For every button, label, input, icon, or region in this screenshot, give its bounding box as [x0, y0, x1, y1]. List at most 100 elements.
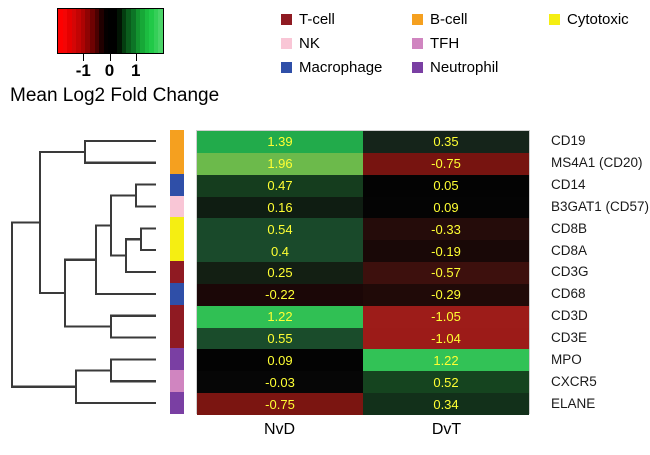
legend-item-label: Neutrophil — [430, 59, 499, 76]
heatmap-cell: 0.55 — [197, 327, 363, 350]
legend-item-cytotoxic: Cytotoxic — [549, 12, 629, 27]
row-annotation-cell — [170, 173, 184, 196]
row-label: CD3D — [551, 308, 588, 324]
heatmap-cell: -1.04 — [363, 327, 529, 350]
heatmap-row: 0.54-0.33 — [197, 218, 529, 241]
colorbar-swatch — [121, 9, 127, 53]
colorbar-swatch — [94, 9, 100, 53]
colorbar-swatch — [85, 9, 90, 53]
row-annotation-cell — [170, 304, 184, 327]
heatmap-cell: -0.19 — [363, 240, 529, 263]
colorbar-swatch — [99, 9, 104, 53]
heatmap-cell: 0.35 — [363, 131, 529, 153]
heatmap-cell: -0.75 — [197, 393, 363, 415]
row-label: ELANE — [551, 395, 596, 411]
legend-item-label: NK — [299, 35, 320, 52]
colorbar-title: Mean Log2 Fold Change — [10, 85, 220, 106]
heatmap-cell: 0.54 — [197, 218, 363, 241]
legend-item-tfh: TFH — [412, 36, 459, 51]
heatmap-cell: -0.29 — [363, 283, 529, 306]
row-label: CD8B — [551, 220, 588, 236]
heatmap-cell: 0.09 — [363, 196, 529, 219]
column-labels: NvD DvT — [196, 421, 530, 445]
heatmap-cell: 1.39 — [197, 131, 363, 153]
row-annotation-cell — [170, 239, 184, 262]
row-label: CD3G — [551, 264, 589, 280]
row-label: CXCR5 — [551, 373, 597, 389]
column-label: NvD — [263, 421, 296, 438]
colorbar-swatch — [135, 9, 141, 53]
row-label: CD19 — [551, 133, 586, 149]
colorbar-swatch — [62, 9, 68, 53]
heatmap-row: 0.25-0.57 — [197, 262, 529, 284]
colorbar-tick-label: 0 — [104, 61, 115, 80]
colorbar-swatch — [149, 9, 154, 53]
heatmap-cell: 0.16 — [197, 196, 363, 219]
legend-item-label: Macrophage — [299, 59, 383, 76]
heatmap-cell: 0.25 — [197, 262, 363, 284]
heatmap-cell: -0.33 — [363, 218, 529, 241]
colorbar-swatch — [76, 9, 81, 53]
colorbar-swatch — [112, 9, 118, 53]
row-annotation-cell — [170, 370, 184, 393]
row-annotation-cell — [170, 130, 184, 152]
colorbar-swatch — [67, 9, 72, 53]
heatmap-row: 0.55-1.04 — [197, 327, 529, 350]
legend-swatch-icon — [549, 14, 560, 25]
heatmap-cell: -0.03 — [197, 371, 363, 394]
dendrogram-svg — [10, 139, 156, 405]
heatmap-cell: 1.22 — [197, 305, 363, 328]
row-annotation-strip — [170, 130, 184, 414]
heatmap-cell: -1.05 — [363, 305, 529, 328]
legend-swatch-icon — [281, 14, 292, 25]
legend-item-nk: NK — [281, 36, 320, 51]
row-label: MS4A1 (CD20) — [551, 155, 643, 171]
column-label: DvT — [431, 421, 462, 438]
row-label: B3GAT1 (CD57) — [551, 198, 650, 214]
heatmap-cell: -0.75 — [363, 152, 529, 175]
colorbar-swatch — [126, 9, 131, 53]
colorbar-swatch — [140, 9, 145, 53]
colorbar-tick — [83, 53, 85, 61]
heatmap-cell: 1.22 — [363, 349, 529, 372]
colorbar-tick — [135, 53, 137, 61]
colorbar-tick-label: 1 — [131, 61, 141, 80]
colorbar-swatch — [108, 9, 113, 53]
colorbar-swatch — [131, 9, 136, 53]
row-label: CD3E — [551, 330, 588, 346]
heatmap-cell: 0.52 — [363, 371, 529, 394]
colorbar-swatch — [144, 9, 150, 53]
colorbar-swatch — [89, 9, 95, 53]
colorbar-tick — [109, 53, 111, 61]
row-label: CD68 — [551, 286, 586, 302]
heatmap-cell: -0.57 — [363, 262, 529, 284]
row-label: CD8A — [551, 242, 588, 258]
colorbar-swatch — [103, 9, 109, 53]
row-label: MPO — [551, 351, 582, 367]
colorbar-swatch — [58, 9, 63, 53]
colorbar-swatch — [158, 9, 163, 53]
legend-swatch-icon — [412, 38, 423, 49]
row-annotation-cell — [170, 217, 184, 240]
legend-swatch-icon — [281, 62, 292, 73]
heatmap-cell: 0.09 — [197, 349, 363, 372]
heatmap-cell: 0.4 — [197, 240, 363, 263]
row-annotation-cell — [170, 392, 184, 414]
colorbar-swatch — [153, 9, 159, 53]
heatmap-cell: 0.47 — [197, 174, 363, 197]
heatmap-cell: 0.05 — [363, 174, 529, 197]
row-annotation-cell — [170, 195, 184, 218]
colorbar-ticks — [57, 53, 164, 61]
colorbar-swatch — [117, 9, 122, 53]
heatmap-row: -0.22-0.29 — [197, 283, 529, 306]
